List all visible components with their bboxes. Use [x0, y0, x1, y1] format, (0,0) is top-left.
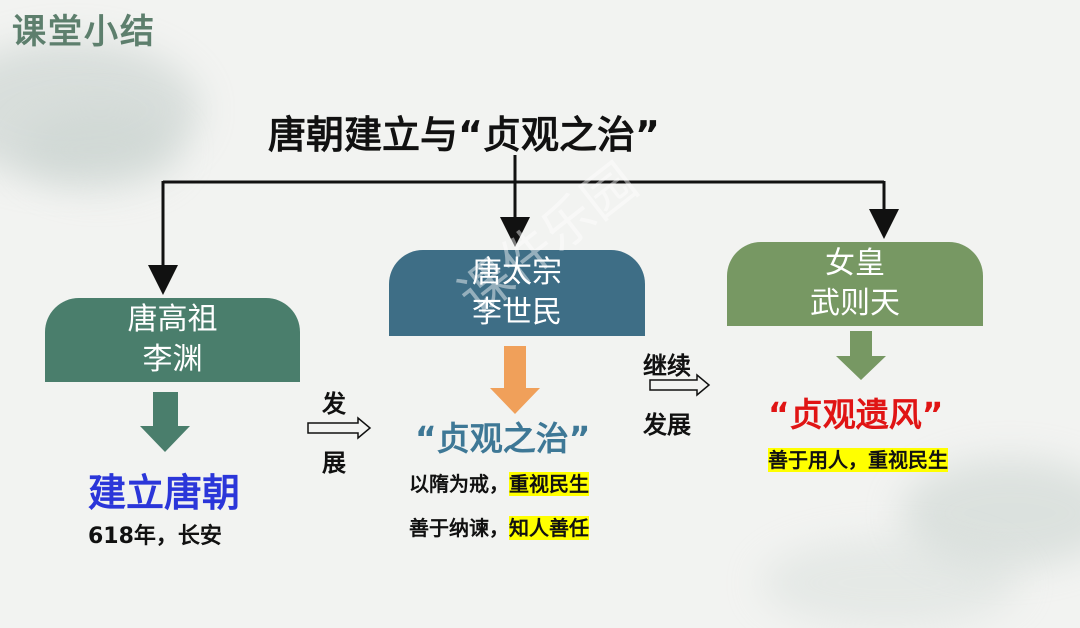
wu-down-arrow [836, 331, 886, 380]
section-title: 课堂小结 [12, 12, 156, 52]
wu-result: “贞观遗风” [768, 395, 944, 434]
highlight-text: 重视民生 [509, 472, 589, 496]
detail-text: 以隋为戒， [409, 472, 509, 496]
continue-label: 发展 [643, 411, 691, 439]
main-title: 唐朝建立与“贞观之治” [268, 113, 660, 157]
node-title: 女皇 [825, 246, 885, 281]
gaozu-down-arrow [140, 392, 190, 452]
connector-lines [140, 155, 899, 452]
development-label: 展 [322, 449, 346, 477]
node-tang-gaozu: 唐高祖 李渊 [45, 298, 300, 382]
ink-wash-decoration [0, 40, 200, 180]
develop-arrow-icon [307, 416, 372, 440]
node-name: 李世民 [472, 295, 562, 330]
taizong-detail-line: 善于纳谏，知人善任 [409, 512, 589, 541]
taizong-detail-line: 以隋为戒，重视民生 [409, 468, 589, 497]
detail-text: 善于纳谏， [409, 516, 509, 540]
gaozu-result: 建立唐朝 [88, 471, 241, 515]
taizong-down-arrow [490, 346, 540, 414]
node-name: 武则天 [810, 286, 900, 321]
continue-arrow-icon [649, 373, 711, 397]
gaozu-detail: 618年，长安 [88, 524, 222, 549]
node-wu-zetian: 女皇 武则天 [727, 242, 983, 326]
development-label: 发 [322, 390, 346, 418]
highlight-text: 善于用人，重视民生 [768, 448, 948, 472]
node-name: 李渊 [142, 342, 203, 377]
ink-wash-decoration [900, 458, 1080, 568]
node-title: 唐太宗 [472, 255, 562, 290]
wu-detail-line: 善于用人，重视民生 [768, 444, 948, 473]
taizong-result: “贞观之治” [415, 419, 591, 458]
ink-wash-decoration [20, 110, 180, 190]
highlight-text: 知人善任 [509, 516, 589, 540]
node-tang-taizong: 唐太宗 李世民 [389, 250, 645, 336]
continue-label: 继续 [643, 352, 691, 380]
node-title: 唐高祖 [127, 302, 218, 337]
